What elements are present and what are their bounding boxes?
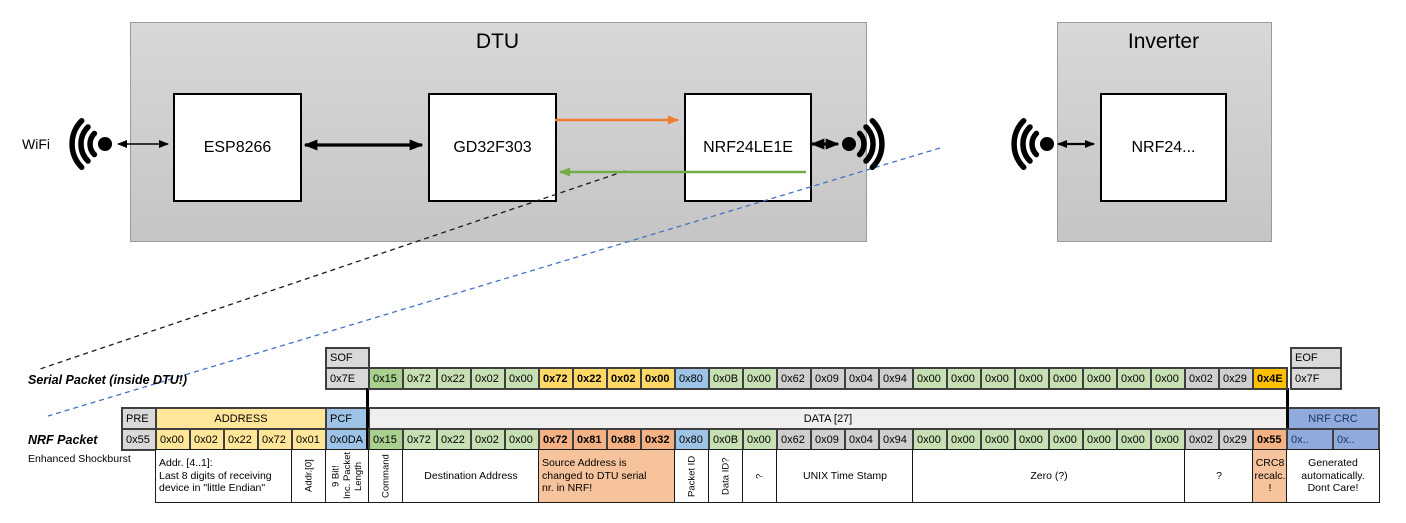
serial-byte-cell: 0x00: [912, 367, 948, 390]
eof-value-cell: 0x7F: [1290, 367, 1342, 390]
serial-byte-cell: 0x00: [1082, 367, 1118, 390]
annotation-cell: Command: [368, 449, 404, 503]
serial-byte-cell: 0x29: [1218, 367, 1254, 390]
serial-byte-cell: 0x0B: [708, 367, 744, 390]
annotation-cell: Packet ID: [674, 449, 710, 503]
serial-to-nrf-connector-left: [366, 388, 369, 503]
inverter-nrf24-box: NRF24...: [1100, 93, 1227, 202]
serial-byte-cell: 0x94: [878, 367, 914, 390]
pre-header-cell: PRE: [121, 407, 157, 430]
nrf-data-byte-cell: 0x00: [1150, 428, 1186, 451]
serial-byte-cell: 0x00: [980, 367, 1016, 390]
serial-byte-cell: 0x00: [742, 367, 778, 390]
nrf-crc-header-cell: NRF CRC: [1286, 407, 1380, 430]
nrf-packet-label: NRF Packet: [28, 433, 98, 447]
nrf-data-byte-cell: 0x00: [504, 428, 540, 451]
inverter-title: Inverter: [1127, 30, 1200, 53]
pre-value-cell: 0x55: [121, 428, 157, 451]
nrf-data-byte-cell: 0x72: [402, 428, 438, 451]
serial-byte-cell: 0x02: [1184, 367, 1220, 390]
eof-header-cell: EOF: [1290, 347, 1342, 369]
nrf-data-byte-cell: 0x88: [606, 428, 642, 451]
nrf-address-byte-cell: 0x22: [223, 428, 259, 451]
sof-value-cell: 0x7E: [325, 367, 370, 390]
nrf-data-byte-cell: 0x02: [470, 428, 506, 451]
nrf-data-byte-cell: 0x72: [538, 428, 574, 451]
pcf-header-cell: PCF: [325, 407, 370, 430]
serial-byte-cell: 0x00: [1150, 367, 1186, 390]
serial-byte-cell: 0x00: [1048, 367, 1084, 390]
nrf-data-byte-cell: 0x00: [742, 428, 778, 451]
nrf-data-byte-cell: 0x0B: [708, 428, 744, 451]
serial-byte-cell: 0x22: [436, 367, 472, 390]
serial-byte-cell: 0x72: [402, 367, 438, 390]
serial-byte-cell: 0x00: [1116, 367, 1152, 390]
annotation-cell: Data ID?: [708, 449, 744, 503]
serial-byte-cell: 0x80: [674, 367, 710, 390]
serial-byte-cell: 0x62: [776, 367, 812, 390]
dtu-title: DTU: [475, 30, 520, 53]
annotation-cell: Addr.[0]: [291, 449, 327, 503]
serial-byte-cell: 0x22: [572, 367, 608, 390]
nrf-data-byte-cell: 0x00: [946, 428, 982, 451]
annotation-cell: ?: [742, 449, 778, 503]
nrf-data-byte-cell: 0x80: [674, 428, 710, 451]
annotation-cell: UNIX Time Stamp: [776, 449, 914, 503]
nrf-address-byte-cell: 0x02: [189, 428, 225, 451]
nrf-data-byte-cell: 0x00: [912, 428, 948, 451]
serial-byte-cell: 0x02: [606, 367, 642, 390]
serial-byte-cell: 0x04: [844, 367, 880, 390]
nrf-data-byte-cell: 0x04: [844, 428, 880, 451]
nrf-data-byte-cell: 0x22: [436, 428, 472, 451]
nrf-data-byte-cell: 0x09: [810, 428, 846, 451]
serial-byte-cell: 0x00: [504, 367, 540, 390]
nrf-data-byte-cell: 0x62: [776, 428, 812, 451]
serial-byte-cell: 0x09: [810, 367, 846, 390]
nrf-crc-byte-cell: 0x..: [1286, 428, 1334, 451]
nrf-data-byte-cell: 0x02: [1184, 428, 1220, 451]
serial-byte-cell: 0x02: [470, 367, 506, 390]
data-header-band: DATA [27]: [368, 407, 1288, 430]
inverter-container-box: [1057, 22, 1272, 242]
nrf-data-byte-cell: 0x81: [572, 428, 608, 451]
nrf-data-byte-cell: 0x00: [1116, 428, 1152, 451]
nrf-data-byte-cell: 0x55: [1252, 428, 1288, 451]
nrf-data-byte-cell: 0x94: [878, 428, 914, 451]
nrf-data-byte-cell: 0x00: [1014, 428, 1050, 451]
nrf-data-byte-cell: 0x15: [368, 428, 404, 451]
nrf-address-byte-cell: 0x72: [257, 428, 293, 451]
nrf-address-byte-cell: 0x00: [155, 428, 191, 451]
serial-byte-cell: 0x00: [1014, 367, 1050, 390]
nrf-data-byte-cell: 0x29: [1218, 428, 1254, 451]
enhanced-shockburst-label: Enhanced Shockburst: [28, 453, 131, 465]
serial-byte-cell: 0x00: [946, 367, 982, 390]
nrf-crc-byte-cell: 0x..: [1332, 428, 1380, 451]
serial-byte-cell: 0x4E: [1252, 367, 1288, 390]
sof-header-cell: SOF: [325, 347, 370, 369]
nrf-data-byte-cell: 0x00: [1082, 428, 1118, 451]
nrf-data-byte-cell: 0x00: [980, 428, 1016, 451]
serial-byte-cell: 0x72: [538, 367, 574, 390]
annotation-cell: ?: [1184, 449, 1254, 503]
nrf-address-byte-cell: 0x01: [291, 428, 327, 451]
pcf-value-cell: 0x0DA: [325, 428, 370, 451]
nrf-data-byte-cell: 0x32: [640, 428, 676, 451]
annotation-cell: Zero (?): [912, 449, 1186, 503]
serial-byte-cell: 0x15: [368, 367, 404, 390]
serial-byte-cell: 0x00: [640, 367, 676, 390]
annotation-cell: Destination Address: [402, 449, 540, 503]
nrf-data-byte-cell: 0x00: [1048, 428, 1084, 451]
serial-packet-label: Serial Packet (inside DTU!): [28, 373, 188, 387]
address-header-cell: ADDRESS: [155, 407, 327, 430]
wifi-label: WiFi: [22, 136, 50, 152]
